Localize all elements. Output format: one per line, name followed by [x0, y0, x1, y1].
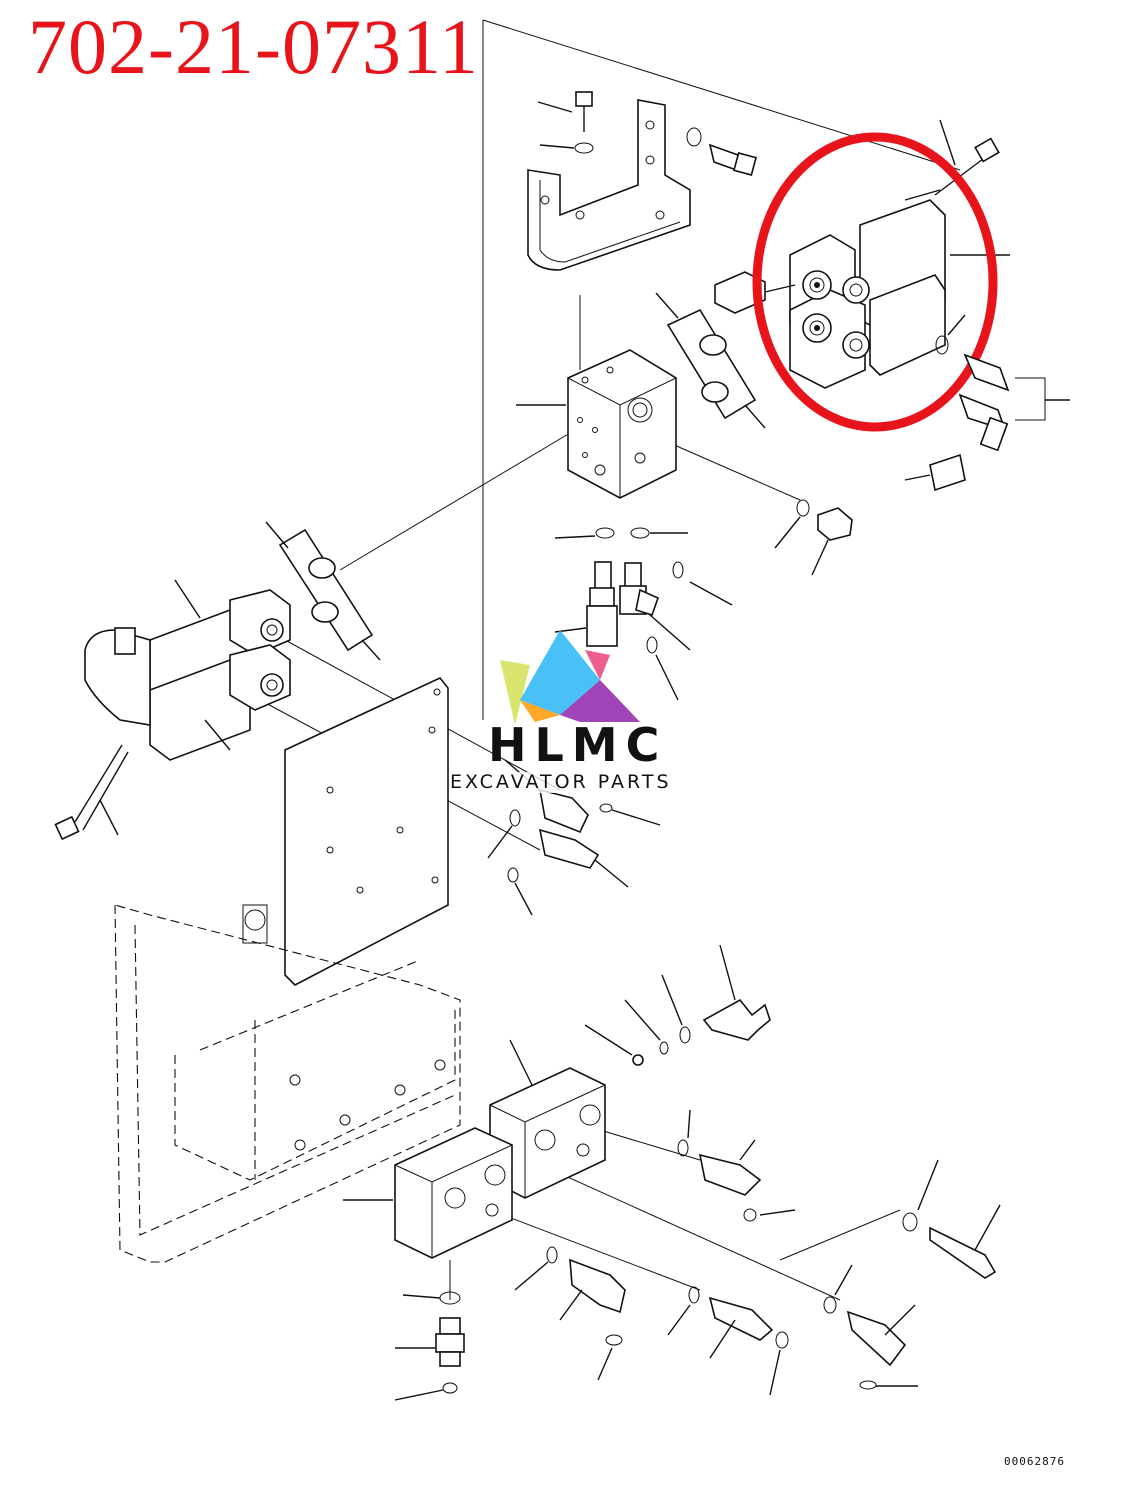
bracket-bolt-icon	[537, 91, 594, 154]
fitting-icon	[554, 561, 733, 701]
gasket-plate-icon	[655, 292, 766, 429]
watermark-subtitle: EXCAVATOR PARTS	[450, 771, 672, 793]
middle-fitting-icon	[487, 759, 661, 916]
housing-outline	[114, 904, 461, 1263]
plug-icon	[811, 507, 853, 576]
mounting-bracket	[527, 99, 691, 271]
logo-mountain-icon	[500, 630, 640, 725]
main-valve-block	[516, 349, 677, 499]
watermark-title: HLMC	[488, 718, 668, 772]
long-bolt-icon	[54, 744, 129, 841]
connector-fitting-icon	[904, 353, 1070, 492]
frame-lines	[259, 19, 961, 1301]
side-bolt-icon	[686, 127, 758, 177]
highlighted-solenoid-valve-icon	[714, 119, 1010, 389]
o-ring-icon	[554, 499, 810, 549]
mounting-panel	[284, 677, 449, 986]
left-gasket-plate-icon	[265, 521, 381, 661]
solenoid-valve-icon	[84, 579, 291, 761]
part-number-title: 702-21-07311	[28, 3, 480, 90]
reference-code: 00062876	[1004, 1455, 1065, 1468]
lower-fitting-icon	[584, 944, 1001, 1279]
lower-valve-block-left	[343, 1127, 513, 1259]
highlight-circle	[752, 132, 998, 432]
bottom-fitting-icon	[394, 1246, 918, 1401]
